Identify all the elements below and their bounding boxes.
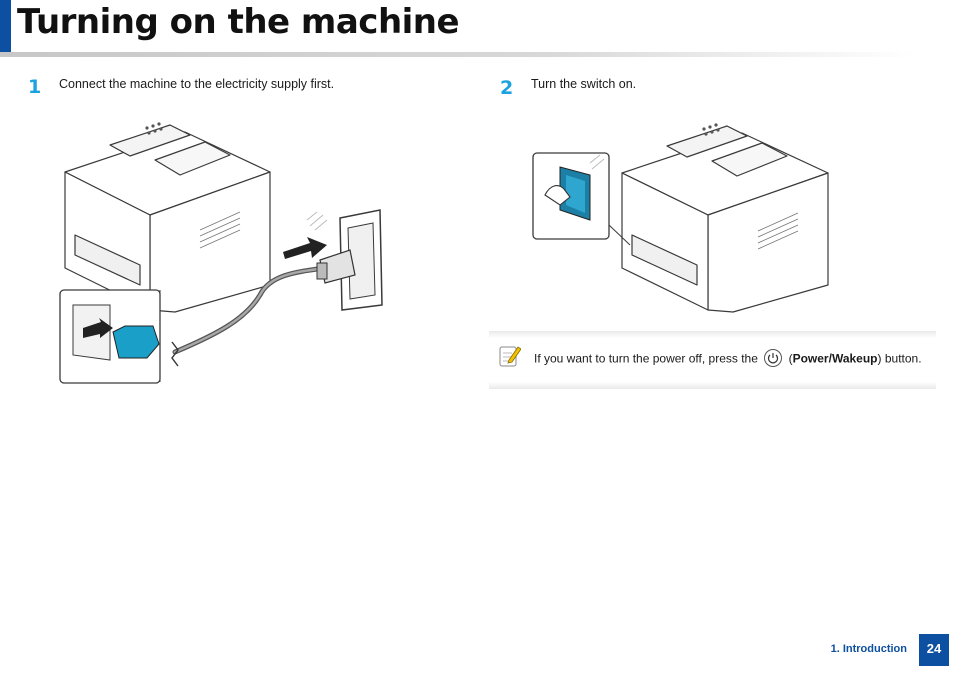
footer-section-label: 1. Introduction [830, 643, 907, 655]
page-number: 24 [919, 634, 949, 666]
title-divider [0, 52, 915, 57]
printer-switch-illustration [532, 123, 829, 313]
step-1-text: Connect the machine to the electricity s… [59, 77, 335, 91]
power-icon [764, 349, 783, 367]
step-2-text: Turn the switch on. [531, 77, 637, 91]
note-pencil-icon [499, 346, 521, 367]
page-title: Turning on the machine [17, 2, 460, 42]
note-box: If you want to turn the power off, press… [489, 331, 936, 389]
note-text: If you want to turn the power off, press… [534, 349, 922, 368]
note-paren-open: ( [788, 351, 793, 366]
note-text-after: ) button. [877, 351, 922, 366]
step-1-number: 1 [28, 76, 42, 98]
power-wakeup-label: Power/Wakeup [792, 351, 878, 366]
title-accent-bar [0, 0, 11, 52]
note-text-before: If you want to turn the power off, press… [534, 351, 758, 366]
step-2-number: 2 [500, 77, 514, 99]
printer-power-cord-illustration [59, 122, 383, 384]
